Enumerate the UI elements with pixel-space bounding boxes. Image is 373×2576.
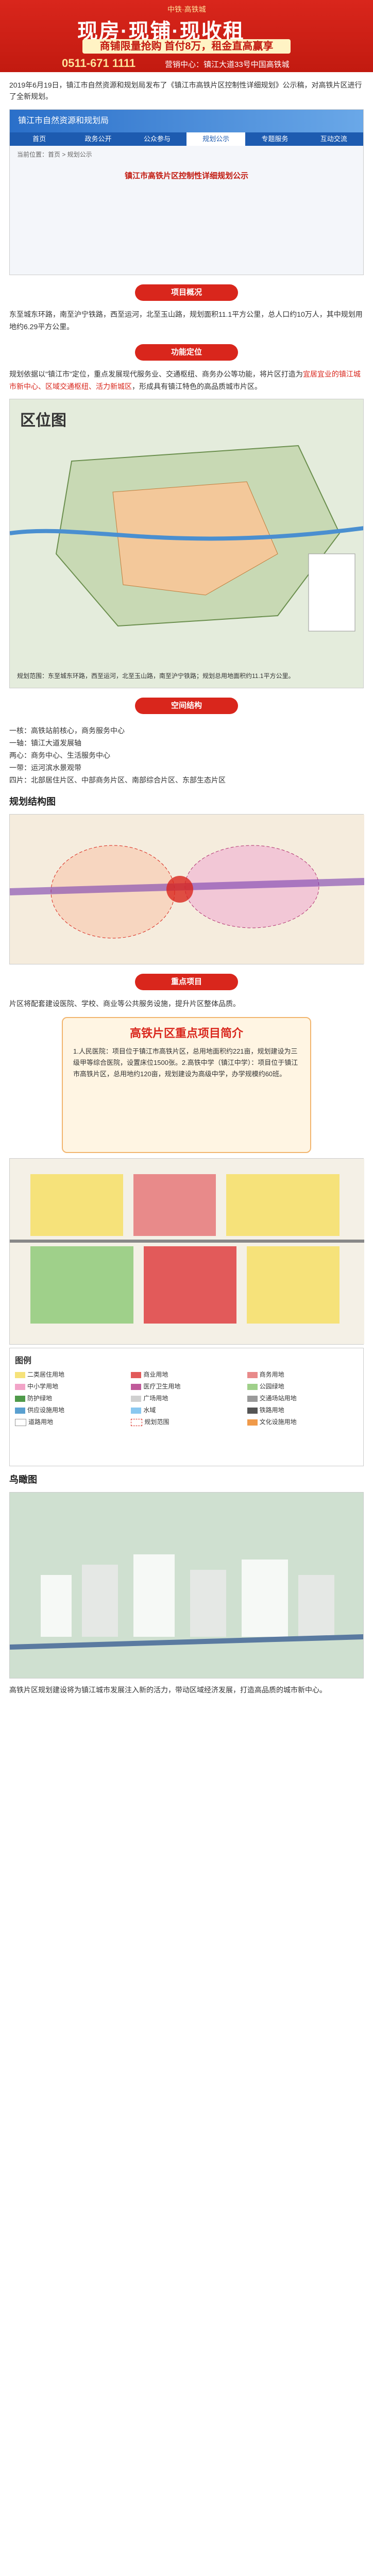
legend-item: 中小学用地 xyxy=(15,1382,126,1391)
nav-item[interactable]: 专题服务 xyxy=(261,135,289,143)
site-header: 镇江市自然资源和规划局 xyxy=(10,110,363,132)
swatch-icon xyxy=(15,1418,26,1426)
map-svg xyxy=(10,399,363,688)
legend-item: 规划范围 xyxy=(131,1417,242,1426)
card-title: 高铁片区重点项目简介 xyxy=(129,1027,243,1040)
space-info: 一核：高铁站前核心，商务服务中心 一轴：镇江大道发展轴 两心：商务中心、生活服务… xyxy=(0,719,373,791)
swatch-icon xyxy=(15,1395,25,1402)
website-screenshot: 镇江市自然资源和规划局 首页 政务公开 公众参与 规划公示 专题服务 互动交流 … xyxy=(9,109,364,275)
location-map: 区位图 规划范围：东至城东环路，西至运河，北至玉山路，南至沪宁铁路；规划总用地面… xyxy=(9,399,364,688)
legend-item: 公园绿地 xyxy=(247,1382,358,1391)
plan-map xyxy=(9,814,365,964)
map-tag: 区位图 xyxy=(20,412,66,429)
breadcrumb: 当前位置：首页 > 规划公示 xyxy=(17,151,92,158)
section-space: 空间结构 xyxy=(135,698,238,714)
legend-item: 商务用地 xyxy=(247,1370,358,1379)
footer-strip xyxy=(0,1698,373,1708)
legend-item: 道路用地 xyxy=(15,1417,126,1426)
top-banner[interactable]: 中铁·高铁城 现房·现铺·现收租 商铺限量抢购 首付8万，租金直高赢享 0511… xyxy=(0,0,373,72)
page: 中铁·高铁城 现房·现铺·现收租 商铺限量抢购 首付8万，租金直高赢享 0511… xyxy=(0,0,373,1708)
legend-item: 广场用地 xyxy=(131,1394,242,1402)
position-text: 规划依据以"镇江市"定位，重点发展现代服务业、交通枢纽、商务办公等功能，将片区打… xyxy=(0,366,373,395)
position-text-a: 规划依据以"镇江市"定位，重点发展现代服务业、交通枢纽、商务办公等功能，将片区打… xyxy=(9,370,303,378)
position-text-c: ，形成具有镇江特色的高品质城市片区。 xyxy=(132,382,262,391)
swatch-icon xyxy=(131,1383,142,1390)
space-item: 一核：高铁站前核心，商务服务中心 xyxy=(9,726,125,735)
legend-item: 防护绿地 xyxy=(15,1394,126,1402)
legend-grid: 二类居住用地 商业用地 商务用地 中小学用地 医疗卫生用地 公园绿地 防护绿地 … xyxy=(15,1370,358,1426)
card-body: 1.人民医院：项目位于镇江市高铁片区，总用地面积约221亩，规划建设为三级甲等综… xyxy=(73,1047,298,1078)
position-text-highlight: 宜居宜业的镇江城市新中心、区域交通枢纽、活力新城区 xyxy=(9,370,361,391)
intro-paragraph: 2019年6月19日，镇江市自然资源和规划局发布了《镇江市高铁片区控制性详细规划… xyxy=(9,81,362,100)
swatch-icon xyxy=(15,1383,25,1390)
swatch-icon xyxy=(247,1419,258,1426)
aerial-title: 鸟瞰图 xyxy=(9,1475,37,1485)
section-basic: 项目概况 xyxy=(135,284,238,301)
swatch-icon xyxy=(247,1371,258,1378)
brand-logo: 中铁·高铁城 xyxy=(167,5,206,13)
legend-item: 医疗卫生用地 xyxy=(131,1382,242,1391)
space-item: 两心：商务中心、生活服务中心 xyxy=(9,751,110,759)
swatch-icon xyxy=(247,1383,258,1390)
banner-subtitle: 商铺限量抢购 首付8万，租金直高赢享 xyxy=(82,39,291,54)
space-item: 四片：北部居住片区、中部商务片区、南部综合片区、东部生态片区 xyxy=(9,776,226,784)
aerial-svg xyxy=(10,1493,363,1678)
key-text: 片区将配套建设医院、学校、商业等公共服务设施，提升片区整体品质。 xyxy=(9,999,240,1008)
banner-slogan: 现房·现铺·现收租 xyxy=(77,20,245,43)
zoning-map xyxy=(9,1158,364,1345)
legend-item: 二类居住用地 xyxy=(15,1370,126,1379)
plan-svg xyxy=(9,815,365,964)
legend-item: 交通场站用地 xyxy=(247,1394,358,1402)
banner-address: 营销中心：镇江大道33号中国高铁城 xyxy=(165,60,290,69)
basic-text: 东至城东环路，南至沪宁铁路，西至运河，北至玉山路，规划面积11.1平方公里，总人… xyxy=(9,310,363,331)
swatch-icon xyxy=(131,1395,142,1402)
nav-item[interactable]: 政务公开 xyxy=(84,135,112,143)
swatch-icon xyxy=(247,1395,258,1402)
legend-item: 水域 xyxy=(131,1405,242,1414)
swatch-icon xyxy=(131,1418,143,1426)
legend-title: 图例 xyxy=(15,1357,32,1365)
section-key: 重点项目 xyxy=(135,974,238,990)
nav-item[interactable]: 互动交流 xyxy=(320,135,347,143)
legend-item: 商业用地 xyxy=(131,1370,242,1379)
site-nav: 首页 政务公开 公众参与 规划公示 专题服务 互动交流 xyxy=(10,132,363,146)
swatch-icon xyxy=(247,1407,258,1414)
footer-text: 高铁片区规划建设将为镇江城市发展注入新的活力，带动区域经济发展，打造高品质的城市… xyxy=(9,1686,327,1694)
nav-item-active[interactable]: 规划公示 xyxy=(186,132,246,146)
plan-title: 规划结构图 xyxy=(9,796,56,807)
swatch-icon xyxy=(15,1371,25,1378)
aerial-view xyxy=(9,1492,364,1679)
swatch-icon xyxy=(15,1407,25,1414)
swatch-icon xyxy=(131,1407,142,1414)
legend-item: 文化设施用地 xyxy=(247,1417,358,1426)
nav-item[interactable]: 公众参与 xyxy=(143,135,171,143)
map-caption: 规划范围：东至城东环路，西至运河，北至玉山路，南至沪宁铁路；规划总用地面积约11… xyxy=(17,672,295,680)
banner-hotline[interactable]: 0511-671 1111 xyxy=(62,57,136,70)
space-item: 一带：运河滨水景观带 xyxy=(9,764,81,772)
legend-item: 铁路用地 xyxy=(247,1405,358,1414)
legend-box: 图例 二类居住用地 商业用地 商务用地 中小学用地 医疗卫生用地 公园绿地 防护… xyxy=(9,1348,364,1466)
zoning-svg xyxy=(10,1159,364,1344)
space-item: 一轴：镇江大道发展轴 xyxy=(9,739,81,747)
legend-item: 供应设施用地 xyxy=(15,1405,126,1414)
doc-title: 镇江市高铁片区控制性详细规划公示 xyxy=(124,172,248,180)
swatch-icon xyxy=(131,1371,142,1378)
nav-item[interactable]: 首页 xyxy=(32,135,46,143)
project-card: 高铁片区重点项目简介 1.人民医院：项目位于镇江市高铁片区，总用地面积约221亩… xyxy=(62,1017,311,1153)
section-position: 功能定位 xyxy=(135,344,238,361)
